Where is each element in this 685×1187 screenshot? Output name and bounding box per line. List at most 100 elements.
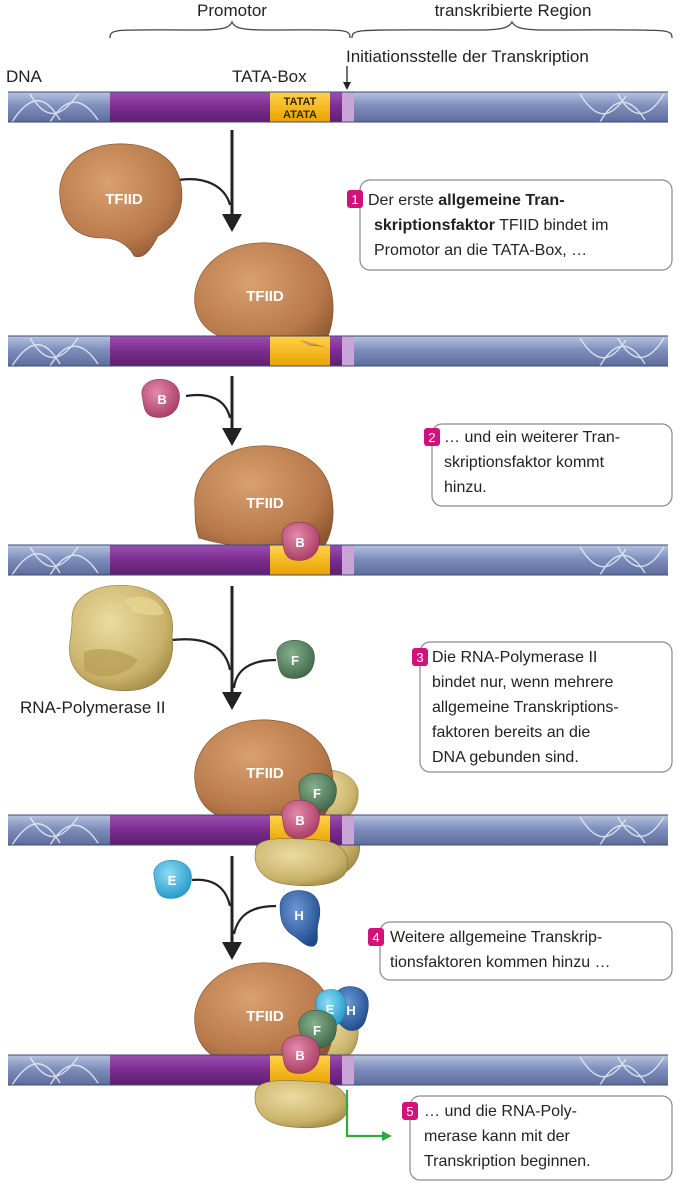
step-5-line-3: Transkription beginnen. bbox=[424, 1153, 591, 1170]
step-5-line-1: … und die RNA-Poly- bbox=[424, 1103, 577, 1120]
step-4-line-2: tionsfaktoren kommen hinzu … bbox=[390, 954, 611, 971]
step-1-line-1b: allgemeine Tran- bbox=[438, 192, 564, 209]
factor-h-free: H bbox=[279, 890, 321, 947]
step-1-line-2b: TFIID bindet im bbox=[495, 217, 609, 234]
factor-f-bound-3: F bbox=[298, 772, 337, 812]
step-2-line-1: … und ein weiterer Tran- bbox=[444, 429, 620, 446]
factor-b-bound-4-label: B bbox=[295, 1048, 304, 1063]
factor-b-bound-3-label: B bbox=[295, 813, 304, 828]
step-4-box: 4 Weitere allgemeine Transkrip- tionsfak… bbox=[368, 921, 673, 981]
step-1-line-2a: skriptionsfaktor bbox=[374, 217, 495, 234]
step-3-box: 3 Die RNA-Polymerase II bindet nur, wenn… bbox=[412, 641, 673, 773]
dna-strand-5 bbox=[7, 1054, 669, 1086]
step-3-line-2: bindet nur, wenn mehrere bbox=[432, 674, 614, 691]
step-1-number: 1 bbox=[351, 192, 358, 207]
rna-polymerase-lower-3 bbox=[254, 838, 349, 887]
step-3-line-5: DNA gebunden sind. bbox=[432, 749, 579, 766]
factor-b-bound-3: B bbox=[281, 799, 320, 839]
initiation-site-label: Initiationsstelle der Transkription bbox=[346, 47, 589, 66]
tfiid-bound-3-label: TFIID bbox=[246, 765, 284, 782]
step-3-arrowhead bbox=[222, 692, 242, 710]
tfiid-free: TFIID bbox=[59, 143, 183, 258]
factor-b-free: B bbox=[141, 378, 180, 418]
factor-f-bound-4: F bbox=[298, 1009, 337, 1049]
header-annotations: Promotor transkribierte Region Initiatio… bbox=[6, 1, 673, 90]
step-4-text: Weitere allgemeine Transkrip- tionsfakto… bbox=[390, 929, 611, 971]
step-3-line-1: Die RNA-Polymerase II bbox=[432, 649, 597, 666]
step-5-number-badge bbox=[402, 1102, 418, 1120]
dna-strand-1: TATAT ATATA bbox=[7, 91, 669, 123]
factor-b-free-label: B bbox=[157, 392, 166, 407]
step-2-number-badge bbox=[424, 428, 440, 446]
transcribed-region-label: transkribierte Region bbox=[435, 1, 592, 20]
step-1-line-3: Promotor an die TATA-Box, … bbox=[374, 242, 587, 259]
factor-h-free-label: H bbox=[294, 908, 303, 923]
step-3-line-4: faktoren bereits an die bbox=[432, 724, 590, 741]
step-1-text: Der erste allgemeine Tran- skriptionsfak… bbox=[368, 192, 613, 259]
step-3-illustration: RNA-Polymerase II F TFIID F bbox=[20, 584, 361, 881]
step-2-join-arrow bbox=[185, 393, 232, 419]
tata-bottom-sequence: ATATA bbox=[283, 109, 317, 121]
tfiid-bound-2-label: TFIID bbox=[246, 495, 284, 512]
factor-f-bound-3-label: F bbox=[313, 786, 321, 801]
step-4-line-1: Weitere allgemeine Transkrip- bbox=[390, 929, 602, 946]
step-3-text: Die RNA-Polymerase II bindet nur, wenn m… bbox=[432, 649, 623, 766]
transcription-start-arrow bbox=[345, 1090, 392, 1141]
step-1-arrowhead bbox=[222, 214, 242, 232]
step-4-number: 4 bbox=[372, 930, 379, 945]
step-4-join-arrow-right bbox=[232, 904, 277, 935]
step-1-box: 1 Der erste allgemeine Tran- skriptionsf… bbox=[347, 179, 673, 271]
initiation-site-arrowhead bbox=[343, 82, 351, 90]
tata-box-label: TATA-Box bbox=[232, 67, 307, 86]
factor-f-free: F bbox=[276, 639, 315, 679]
step-5-line-2: merase kann mit der bbox=[424, 1128, 571, 1145]
step-3-number: 3 bbox=[416, 650, 423, 665]
step-2-number: 2 bbox=[428, 430, 435, 445]
step-1-join-arrow bbox=[177, 178, 232, 206]
tfiid-bound-1-label: TFIID bbox=[246, 288, 284, 305]
step-4-arrowhead bbox=[222, 942, 242, 960]
step-1-number-badge bbox=[347, 190, 363, 208]
factor-e-free: E bbox=[153, 859, 192, 899]
step-2-arrowhead bbox=[222, 428, 242, 446]
factor-b-bound-4: B bbox=[281, 1034, 320, 1074]
step-2-line-3: hinzu. bbox=[444, 479, 487, 496]
factor-b-bound-2-front-label: B bbox=[295, 535, 304, 550]
step-5-box: 5 … und die RNA-Poly- merase kann mit de… bbox=[402, 1095, 673, 1181]
step-2-box: 2 … und ein weiterer Tran- skriptionsfak… bbox=[424, 423, 673, 507]
step-4-number-badge bbox=[368, 928, 384, 946]
step-4-join-arrow-left bbox=[191, 878, 232, 907]
factor-f-free-label: F bbox=[291, 653, 299, 668]
rna-polymerase-free bbox=[68, 584, 174, 692]
step-3-join-arrow-right bbox=[232, 658, 277, 689]
dna-strand-4 bbox=[7, 814, 669, 846]
step-5-number: 5 bbox=[406, 1104, 413, 1119]
step-2-line-2: skriptionsfaktor kommt bbox=[444, 454, 605, 471]
factor-e-bound-4-label: E bbox=[326, 1002, 335, 1017]
tfiid-free-label: TFIID bbox=[105, 191, 143, 208]
step-3-number-badge bbox=[412, 648, 428, 666]
step-3-line-3: allgemeine Transkriptions- bbox=[432, 699, 619, 716]
rna-polymerase-label: RNA-Polymerase II bbox=[20, 698, 165, 717]
step-2-text: … und ein weiterer Tran- skriptionsfakto… bbox=[444, 429, 625, 496]
factor-f-bound-4-label: F bbox=[313, 1023, 321, 1038]
tfiid-tip-1 bbox=[300, 340, 326, 348]
tfiid-bound-4-label: TFIID bbox=[246, 1008, 284, 1025]
factor-b-bound-2-front: B bbox=[281, 521, 320, 561]
step-1-illustration: TFIID TFIID bbox=[59, 130, 334, 355]
step-5-text: … und die RNA-Poly- merase kann mit der … bbox=[424, 1103, 591, 1170]
dna-strand-2 bbox=[7, 335, 669, 367]
step-4-illustration: E H TFIID H E F bbox=[153, 856, 369, 1066]
factor-h-bound-4-label: H bbox=[346, 1003, 355, 1018]
transcribed-region-bracket bbox=[351, 20, 673, 39]
rna-polymerase-lower-4 bbox=[254, 1080, 349, 1129]
step-3-join-arrow-left bbox=[171, 638, 232, 671]
dna-label: DNA bbox=[6, 67, 43, 86]
dna-strand-3 bbox=[7, 544, 669, 576]
promotor-label: Promotor bbox=[197, 1, 267, 20]
factor-e-free-label: E bbox=[168, 873, 177, 888]
tata-top-sequence: TATAT bbox=[284, 96, 317, 108]
step-1-line-1a: Der erste bbox=[368, 192, 438, 209]
promotor-bracket bbox=[109, 20, 351, 39]
